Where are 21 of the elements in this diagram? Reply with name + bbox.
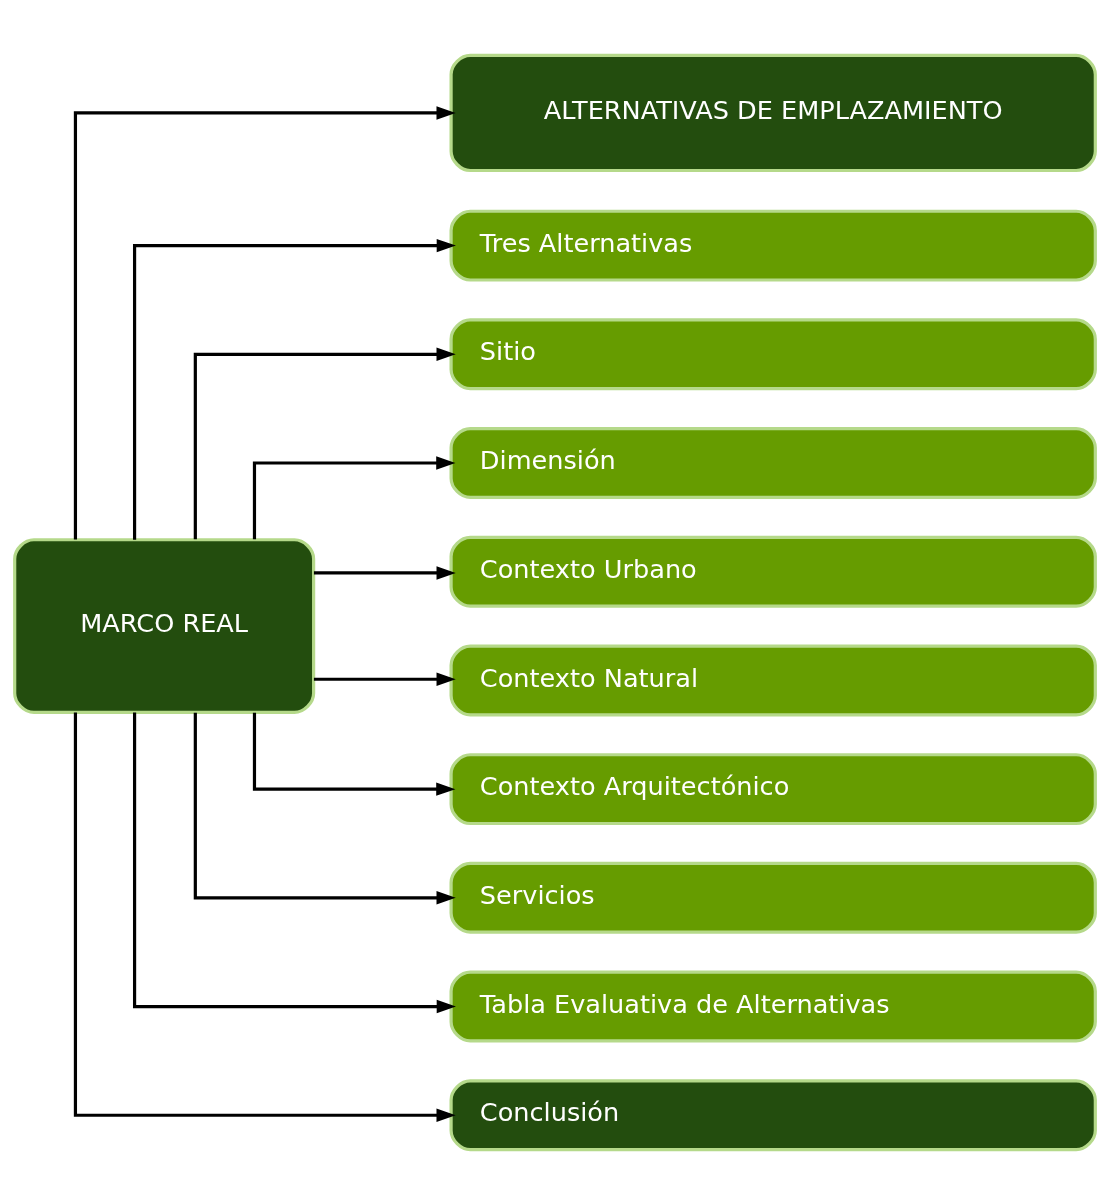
arrow xyxy=(252,455,456,539)
node-box: Dimensión xyxy=(449,426,1097,499)
node-box: Conclusión xyxy=(449,1078,1097,1151)
arrow xyxy=(252,712,456,796)
node-box: Servicios xyxy=(449,861,1097,934)
arrow xyxy=(313,565,456,580)
node-box: ALTERNATIVAS DE EMPLAZAMIENTO xyxy=(449,53,1097,172)
arrow xyxy=(193,347,456,539)
node-box: Tabla Evaluativa de Alternativas xyxy=(449,970,1097,1042)
node-box: MARCO REAL xyxy=(13,537,316,714)
node-box: Contexto Natural xyxy=(449,643,1097,716)
arrow xyxy=(73,105,456,540)
arrow xyxy=(133,711,456,1013)
node-box: Sitio xyxy=(449,317,1097,390)
node-box: Tres Alternativas xyxy=(449,209,1097,282)
arrow xyxy=(193,712,456,905)
arrow xyxy=(313,672,456,686)
node-box: Contexto Urbano xyxy=(449,535,1097,608)
arrow xyxy=(73,711,456,1122)
node-box: Contexto Arquitectónico xyxy=(449,752,1097,825)
arrow xyxy=(133,238,456,540)
